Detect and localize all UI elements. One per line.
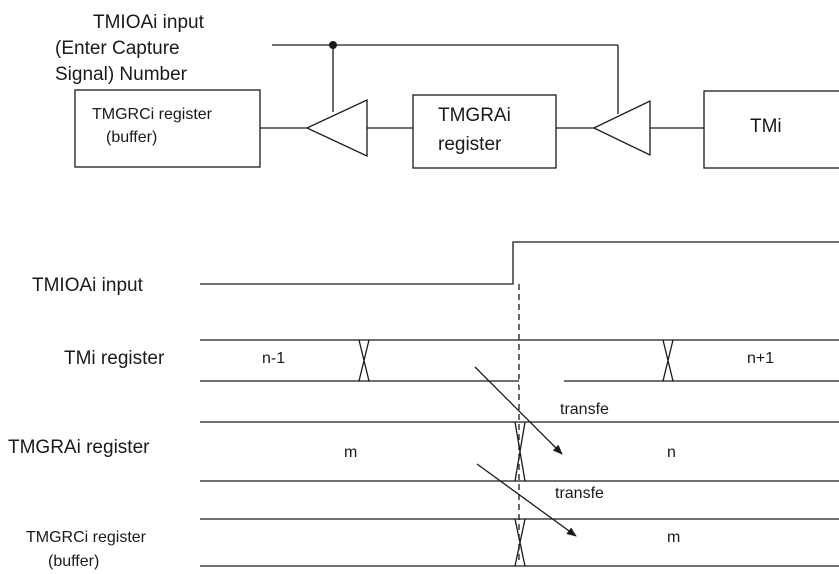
tmioai-signal-label: TMIOAi input xyxy=(32,275,144,296)
transfer-label-1: transfe xyxy=(560,401,609,418)
timing-diagram: TMIOAi input TMi register n-1 n+1 TMGRAi… xyxy=(8,241,839,570)
input-label-line-1: TMIOAi input xyxy=(93,12,205,33)
tmgrci-box-label-2: (buffer) xyxy=(106,129,157,146)
tmgrai-register-box xyxy=(412,94,557,169)
transfer-arrow-2 xyxy=(476,463,577,537)
transfer-label-2: transfe xyxy=(555,485,604,502)
tmgrci-transition xyxy=(514,518,526,567)
block-diagram: TMIOAi input (Enter Capture Signal) Numb… xyxy=(55,12,839,169)
tmgrai-transition xyxy=(514,421,526,482)
tmi-value-n-plus-1: n+1 xyxy=(747,350,774,367)
transfer-arrow-1 xyxy=(474,366,563,455)
tmgrci-value-m: m xyxy=(667,529,680,546)
right-buffer-triangle xyxy=(592,99,651,157)
tmioai-waveform xyxy=(200,241,839,285)
tmi-transition-2 xyxy=(662,339,674,382)
tmi-signal-label: TMi register xyxy=(64,348,165,369)
tmi-box xyxy=(703,90,839,169)
input-label-line-2: (Enter Capture xyxy=(55,38,180,59)
tmgrai-box-label-2: register xyxy=(438,134,502,155)
tmgrci-box-label-1: TMGRCi register xyxy=(92,106,213,123)
tmgrai-value-m: m xyxy=(344,444,357,461)
tmgrci-register-box xyxy=(74,89,261,168)
left-buffer-triangle xyxy=(305,98,368,158)
tmi-value-n-minus-1: n-1 xyxy=(262,350,285,367)
tmgrai-box-label-1: TMGRAi xyxy=(438,105,511,126)
transfer-label-1-gap xyxy=(519,379,564,385)
tmgrci-signal-label-2: (buffer) xyxy=(48,553,99,570)
input-label-line-3: Signal) Number xyxy=(55,64,188,85)
tmi-transition-1 xyxy=(358,339,370,382)
tmi-box-label: TMi xyxy=(750,116,782,137)
tmgrai-value-n: n xyxy=(667,444,676,461)
tmgrai-signal-label: TMGRAi register xyxy=(8,437,150,458)
tmgrci-signal-label-1: TMGRCi register xyxy=(26,529,147,546)
